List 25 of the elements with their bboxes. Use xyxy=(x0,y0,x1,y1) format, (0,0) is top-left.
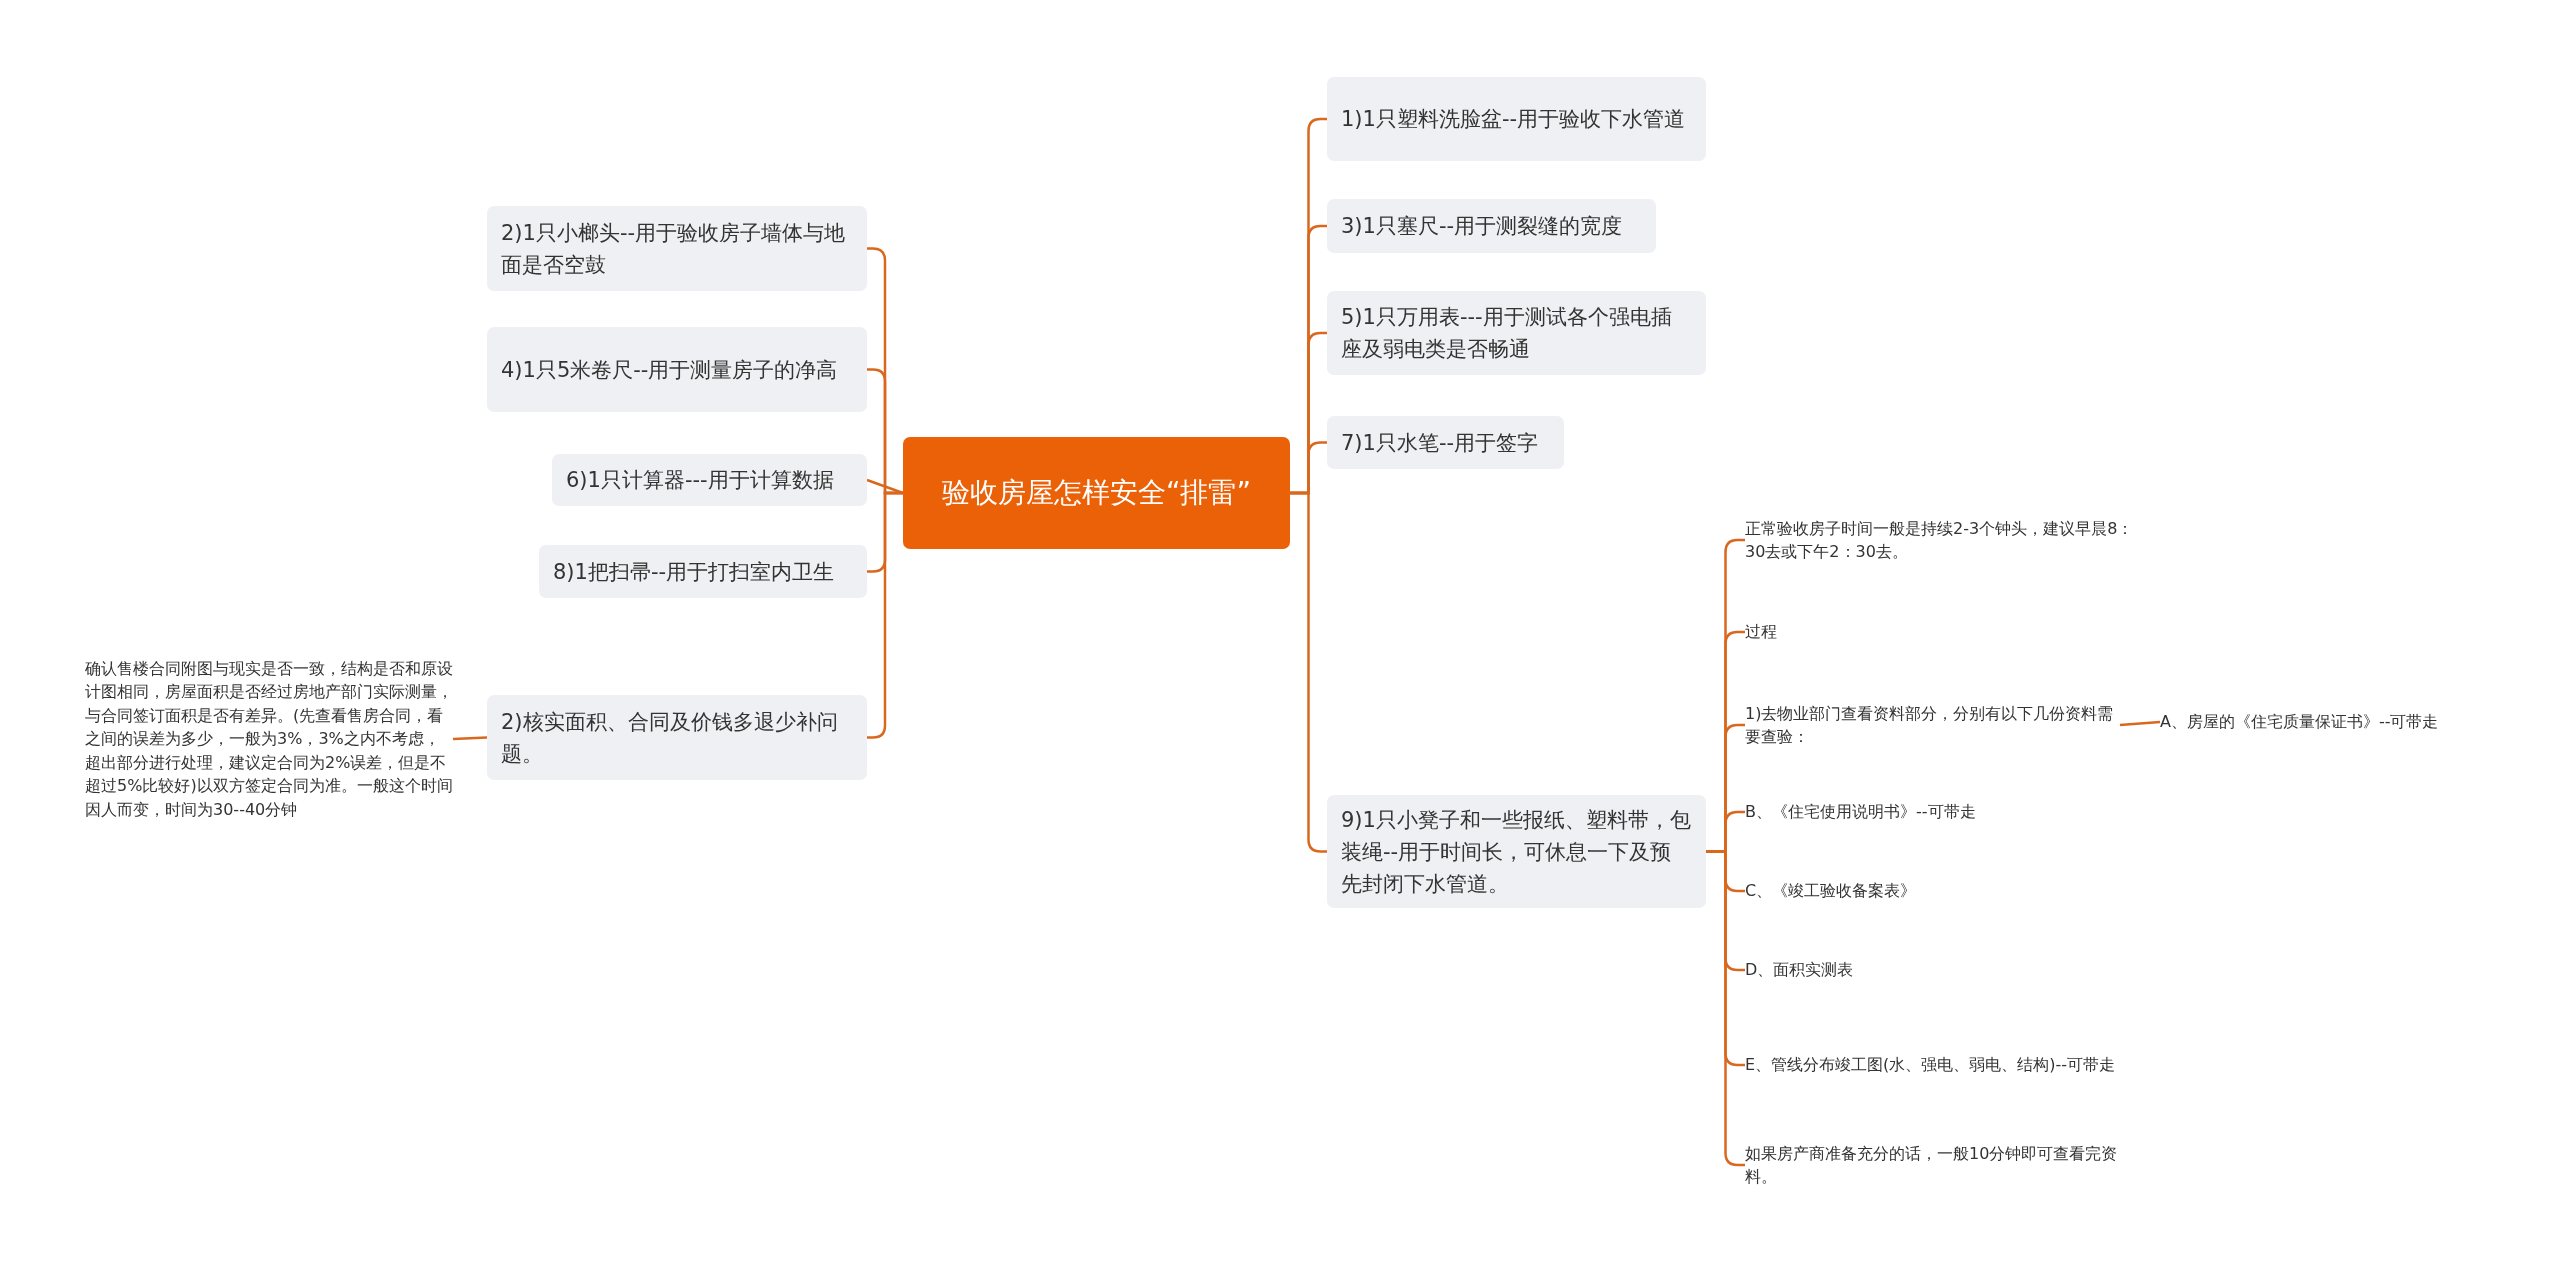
connector-line xyxy=(452,736,488,741)
connector-line xyxy=(1290,491,1327,853)
note-text: B、《住宅使用说明书》--可带走 xyxy=(1745,798,2145,826)
connector-line xyxy=(2119,720,2161,727)
topic-box: 8)1把扫帚--用于打扫室内卫生 xyxy=(539,545,867,598)
central-topic-box: 验收房屋怎样安全“排雷” xyxy=(903,437,1290,549)
topic-box: 5)1只万用表---用于测试各个强电插座及弱电类是否畅通 xyxy=(1327,291,1706,375)
topic-box: 2)核实面积、合同及价钱多退少补问题。 xyxy=(487,695,867,780)
note-text: 过程 xyxy=(1745,618,1845,646)
connector-line xyxy=(866,478,904,495)
topic-box: 1)1只塑料洗脸盆--用于验收下水管道 xyxy=(1327,77,1706,161)
note-text: E、管线分布竣工图(水、强电、弱电、结构)--可带走 xyxy=(1745,1040,2135,1090)
note-text: D、面积实测表 xyxy=(1745,956,2145,984)
topic-box: 6)1只计算器---用于计算数据 xyxy=(552,454,867,506)
note-text: 如果房产商准备充分的话，一般10分钟即可查看完资料。 xyxy=(1745,1140,2135,1190)
note-text: A、房屋的《住宅质量保证书》--可带走 xyxy=(2160,708,2520,736)
note-text: 确认售楼合同附图与现实是否一致，结构是否和原设计图相同，房屋面积是否经过房地产部门实际测量，与合同签订面积是否有差异。(先查看售房合同，看之间的误差为多少，一般为3%，3%之内不考虑，超出部分进行处理，建议定合同为2%误差，但是不超过5%比较好)以双方签定合同为准。一般这个时间因人而变，时间为30--40分钟 xyxy=(85,644,453,834)
topic-box: 2)1只小榔头--用于验收房子墙体与地面是否空鼓 xyxy=(487,206,867,291)
topic-box: 7)1只水笔--用于签字 xyxy=(1327,416,1564,469)
note-text: 1)去物业部门查看资料部分，分别有以下几份资料需要查验： xyxy=(1745,700,2120,750)
topic-box: 4)1只5米卷尺--用于测量房子的净高 xyxy=(487,327,867,412)
topic-box: 3)1只塞尺--用于测裂缝的宽度 xyxy=(1327,199,1656,253)
note-text: 正常验收房子时间一般是持续2-3个钟头，建议早晨8：30去或下午2：30去。 xyxy=(1745,515,2135,565)
note-text: C、《竣工验收备案表》 xyxy=(1745,877,2145,905)
topic-box: 9)1只小凳子和一些报纸、塑料带，包装绳--用于时间长，可休息一下及预先封闭下水管道。 xyxy=(1327,795,1706,908)
